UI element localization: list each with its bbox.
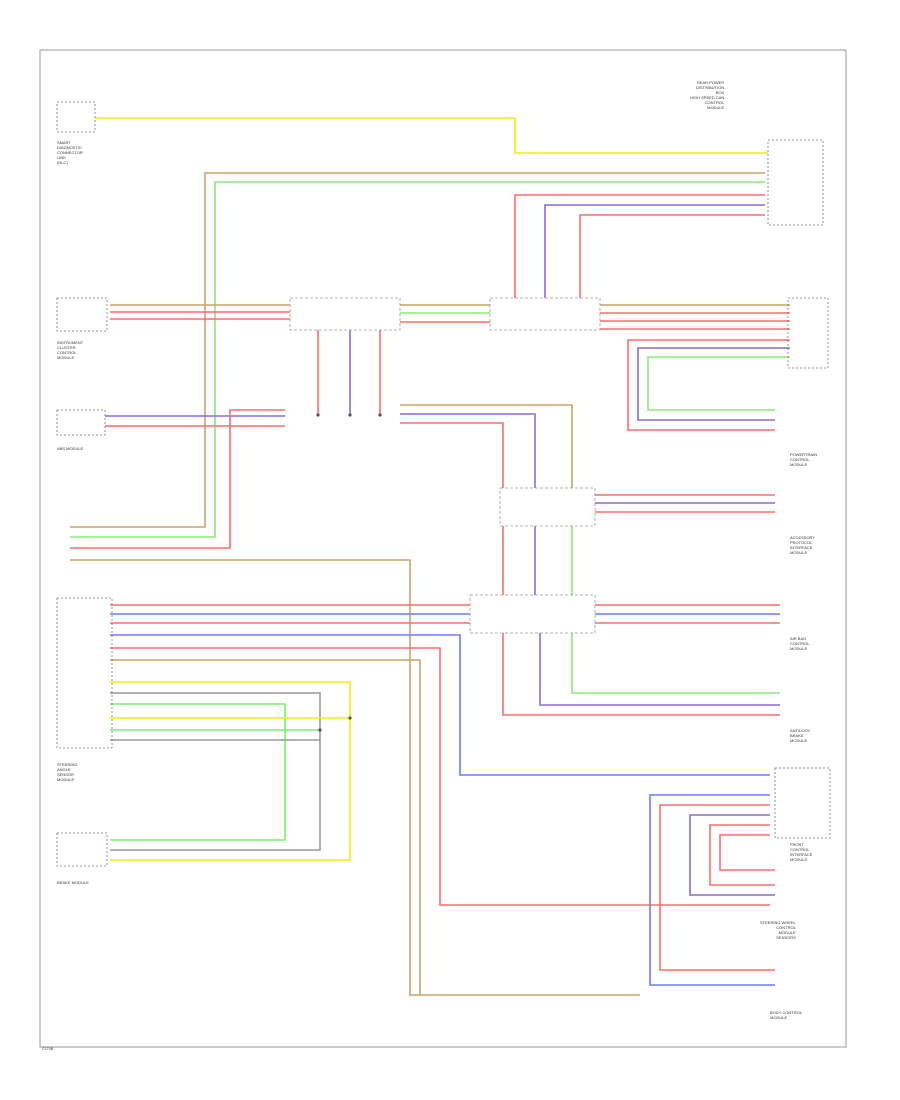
splice-dot: [378, 413, 382, 417]
wire-violet-top: [544, 204, 765, 300]
module-body: [774, 767, 831, 839]
label-instrument: INSTRUMENT CLUSTER CONTROL MODULE: [57, 340, 84, 360]
wire-tan-mid: [400, 404, 573, 490]
wire-red-br-2: [709, 824, 775, 886]
wire-red-abs-down: [70, 409, 285, 549]
label-steering: STEERING ANGLE SENSOR MODULE: [57, 762, 78, 782]
wire-tan-top-left: [70, 172, 765, 528]
label-brake: BRAKE MODULE: [57, 880, 89, 885]
wire-green-air-v: [571, 630, 780, 694]
wire-green-top-left: [70, 181, 765, 538]
label-bcm: BODY CONTROL MODULE: [770, 1010, 802, 1020]
splice-dot: [348, 716, 352, 720]
label-accessory: ACCESSORY PROTOCOL INTERFACE MODULE: [790, 535, 816, 555]
label-steering-wheel: STEERING WHEEL CONTROL MODULE SENSORS: [760, 920, 796, 940]
wire-green-loop: [647, 356, 790, 411]
wire-red-steer-down: [110, 647, 770, 906]
module-instrument: [56, 297, 108, 332]
wire-violet-mid: [400, 413, 536, 490]
label-antilock: ANTILOCK BRAKE MODULE: [790, 728, 811, 743]
module-rear-pdb: [767, 139, 824, 226]
wire-violet-air-v: [539, 630, 780, 706]
module-brake: [56, 832, 108, 867]
wire-red-loop: [627, 339, 790, 431]
connector-main-left: [289, 297, 401, 331]
wire-red-mid: [400, 422, 504, 490]
module-abs: [56, 409, 106, 436]
wire-red-top-a: [514, 194, 765, 300]
splice-dot: [316, 413, 320, 417]
label-pcm: POWERTRAIN CONTROL MODULE: [790, 452, 818, 467]
wire-violet-loop: [637, 347, 790, 421]
wire-blue-steer-down: [110, 634, 770, 776]
wire-red-br-3: [719, 834, 775, 871]
label-front-interface: FRONT CONTROL INTERFACE MODULE: [790, 842, 813, 862]
label-dlc: SMART DIAGNOSTIC CONNECTOR LINK (DLC): [57, 140, 83, 165]
wire-tan-long: [70, 559, 640, 996]
wire-red-top-b: [579, 214, 765, 300]
wire-yellow-steer: [110, 681, 351, 861]
module-steering: [56, 597, 113, 749]
connector-main-right: [489, 297, 601, 331]
wire-violet-br: [689, 814, 775, 896]
wire-blue-br: [649, 794, 775, 986]
wire-red-air-v: [502, 630, 780, 716]
label-abs: ABS MODULE: [57, 446, 84, 451]
module-dlc: [56, 101, 96, 133]
diagram-frame: [39, 49, 847, 1048]
label-airbag: AIR BAG CONTROL MODULE: [790, 636, 810, 651]
wire-yellow-top: [95, 117, 768, 154]
wire-green-steer: [110, 703, 286, 841]
splice-dot: [318, 728, 322, 732]
wire-tan-steer-down: [110, 659, 421, 995]
connector-mid-2: [469, 594, 596, 634]
connector-mid-1: [499, 487, 596, 527]
label-rear-pdb: REAR POWER DISTRIBUTION BOX HIGH SPEED C…: [690, 80, 725, 110]
wire-gray-steer: [110, 692, 321, 851]
module-pcm: [787, 297, 829, 369]
footer-code: C174B: [42, 1047, 53, 1051]
wire-red-br-1: [659, 804, 775, 971]
splice-dot: [348, 413, 352, 417]
